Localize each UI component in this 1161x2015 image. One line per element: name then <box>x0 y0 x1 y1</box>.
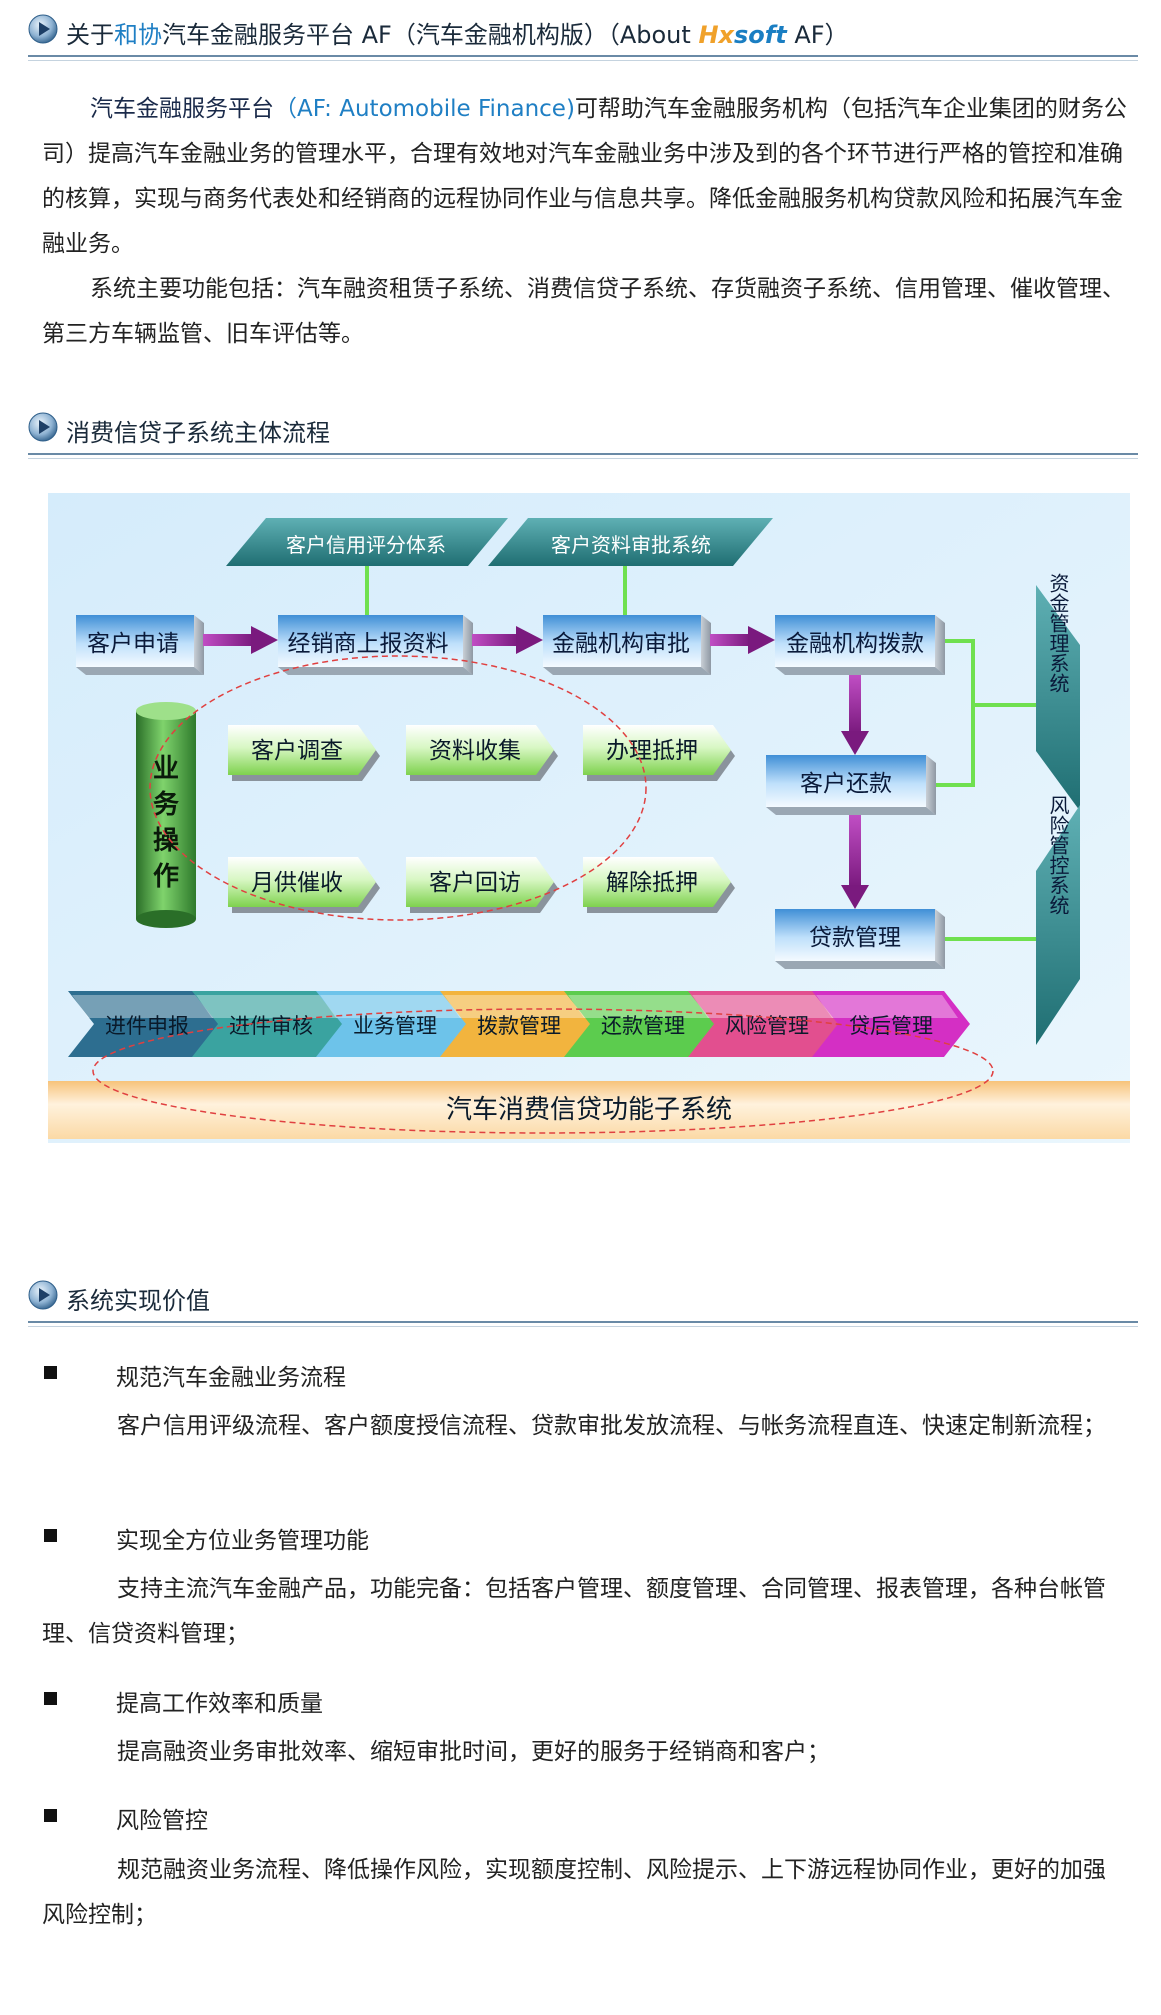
function-chevron-label: 进件审核 <box>229 1014 313 1038</box>
consumer-credit-flow-diagram: 客户信用评分体系 客户资料审批系统 客户申请 经销商上报资料 金融机构审批 金融… <box>48 493 1130 1143</box>
step-institution-approval: 金融机构审批 <box>543 615 711 675</box>
step-institution-disbursement: 金融机构拨款 <box>775 615 945 675</box>
operation-step: 办理抵押 <box>583 725 735 781</box>
value-item-2-desc: 支持主流汽车金融产品，功能完备：包括客户管理、额度管理、合同管理、报表管理，各种… <box>42 1576 1106 1647</box>
operation-step: 资料收集 <box>406 725 558 781</box>
step-customer-application: 客户申请 <box>76 615 204 675</box>
svg-text:务: 务 <box>153 790 179 820</box>
step-loan-management: 贷款管理 <box>775 909 945 969</box>
step-dealer-report: 经销商上报资料 <box>278 615 473 675</box>
function-chevron: 风险管理 <box>688 991 846 1057</box>
hxsoft-logo-hx: Hx <box>698 21 735 49</box>
operations-dashed-outline <box>149 655 647 921</box>
flow-section-header: 消费信贷子系统主体流程 <box>28 403 1138 459</box>
function-chevron: 贷后管理 <box>812 991 970 1057</box>
svg-text:操: 操 <box>153 826 180 856</box>
function-chevron: 还款管理 <box>564 991 722 1057</box>
header-rule <box>28 55 1138 57</box>
value-item-1-desc: 客户信用评级流程、客户额度授信流程、贷款审批发放流程、与帐务流程直连、快速定制新… <box>117 1413 1106 1439</box>
play-icon <box>28 1280 58 1310</box>
operation-step: 客户回访 <box>406 857 558 913</box>
bullet-square-icon <box>44 1529 57 1542</box>
svg-text:客户申请: 客户申请 <box>87 631 179 657</box>
svg-text:作: 作 <box>153 862 179 892</box>
svg-text:资金管理系统: 资金管理系统 <box>1046 573 1070 693</box>
bullet-square-icon <box>44 1692 57 1705</box>
step-customer-repayment: 客户还款 <box>766 755 936 815</box>
svg-text:风险管控系统: 风险管控系统 <box>1046 795 1070 915</box>
subsystem-base-bar <box>48 1081 1130 1139</box>
function-chevron: 拨款管理 <box>440 991 598 1057</box>
svg-text:客户信用评分体系: 客户信用评分体系 <box>286 533 446 557</box>
operation-step-label: 客户调查 <box>251 738 343 764</box>
operation-step-label: 资料收集 <box>429 738 521 764</box>
functions-dashed-outline <box>92 1008 994 1134</box>
function-chevron: 业务管理 <box>316 991 474 1057</box>
svg-text:客户还款: 客户还款 <box>800 771 892 797</box>
svg-text:经销商上报资料: 经销商上报资料 <box>288 631 449 657</box>
operation-step: 解除抵押 <box>583 857 735 913</box>
brand-name: 和协 <box>114 21 162 49</box>
operation-step-label: 解除抵押 <box>606 870 698 896</box>
operation-step-label: 办理抵押 <box>606 738 698 764</box>
play-icon <box>28 412 58 442</box>
business-operation-cylinder: 业 务 操 作 <box>136 702 196 928</box>
flow-arrow <box>710 626 775 654</box>
header-rule-thin <box>28 1326 1138 1327</box>
function-chevron: 进件审核 <box>192 991 350 1057</box>
function-chevron-label: 还款管理 <box>601 1014 685 1038</box>
fund-management-system-box: 资金管理系统 <box>1036 573 1080 811</box>
subsystem-base-title: 汽车消费信贷功能子系统 <box>446 1095 732 1125</box>
play-icon <box>28 14 58 44</box>
svg-text:金融机构拨款: 金融机构拨款 <box>786 631 924 657</box>
about-title: 关于和协汽车金融服务平台 AF（汽车金融机构版）（About Hxsoft AF… <box>66 21 849 49</box>
risk-control-system-box: 风险管控系统 <box>1036 795 1080 1045</box>
function-chevron: 进件申报 <box>68 991 226 1057</box>
values-section-header: 系统实现价值 <box>28 1271 1138 1327</box>
header-rule <box>28 453 1138 455</box>
svg-text:客户资料审批系统: 客户资料审批系统 <box>551 533 711 557</box>
hxsoft-logo-soft: soft <box>734 21 787 49</box>
value-item-3-desc: 提高融资业务审批效率、缩短审批时间，更好的服务于经销商和客户； <box>117 1739 830 1765</box>
function-chevron-label: 拨款管理 <box>477 1014 561 1038</box>
function-chevron-label: 风险管理 <box>725 1014 809 1038</box>
about-section-header: 关于和协汽车金融服务平台 AF（汽车金融机构版）（About Hxsoft AF… <box>28 5 1138 61</box>
svg-text:金融机构审批: 金融机构审批 <box>552 631 690 657</box>
header-rule <box>28 1321 1138 1323</box>
values-section-title: 系统实现价值 <box>66 1287 210 1315</box>
data-approval-system-box: 客户资料审批系统 <box>488 518 773 566</box>
operation-step-label: 月供催收 <box>251 870 343 896</box>
flow-arrow <box>472 626 543 654</box>
operation-step-label: 客户回访 <box>429 870 521 896</box>
value-item-4-desc: 规范融资业务流程、降低操作风险，实现额度控制、风险提示、上下游远程协同作业，更好… <box>42 1857 1106 1928</box>
operation-step: 客户调查 <box>228 725 380 781</box>
side-connector <box>936 639 1040 941</box>
operation-step: 月供催收 <box>228 857 380 913</box>
bullet-square-icon <box>44 1809 57 1822</box>
function-chevron-label: 贷后管理 <box>849 1014 933 1038</box>
flow-arrow-down <box>841 675 869 755</box>
svg-text:贷款管理: 贷款管理 <box>809 925 901 951</box>
function-chevron-label: 业务管理 <box>353 1014 437 1038</box>
flow-section-title: 消费信贷子系统主体流程 <box>66 419 330 447</box>
about-paragraph-1: 汽车金融服务平台（AF: Automobile Finance)可帮助汽车金融服… <box>42 96 1127 257</box>
about-paragraph-2: 系统主要功能包括：汽车融资租赁子系统、消费信贷子系统、存货融资子系统、信用管理、… <box>42 276 1125 347</box>
bullet-square-icon <box>44 1366 57 1379</box>
function-chevron-label: 进件申报 <box>105 1014 189 1038</box>
credit-scoring-system-box: 客户信用评分体系 <box>226 518 508 566</box>
header-rule-thin <box>28 458 1138 459</box>
flow-arrow <box>203 626 278 654</box>
header-rule-thin <box>28 60 1138 61</box>
svg-text:业: 业 <box>153 754 179 784</box>
flow-arrow-down <box>841 815 869 909</box>
